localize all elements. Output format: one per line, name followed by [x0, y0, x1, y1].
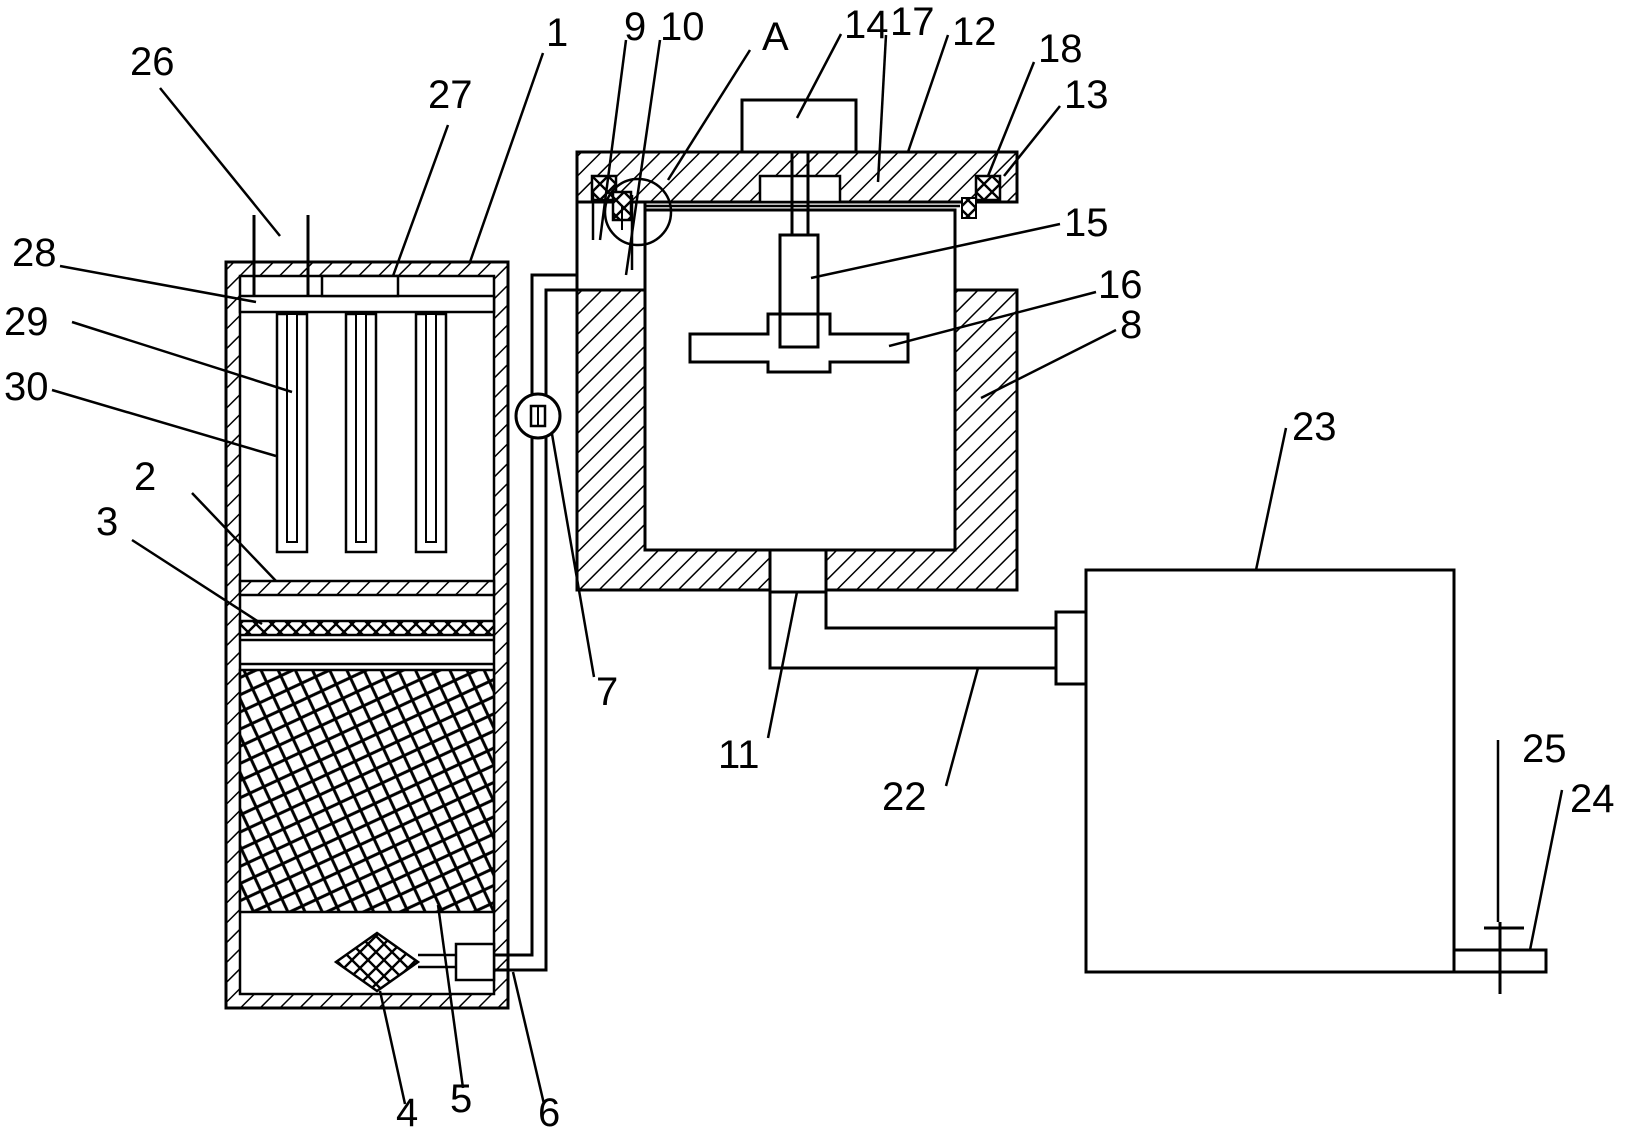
label-14: 14: [844, 3, 889, 47]
outlet-fitting: [454, 942, 496, 982]
outlet-pipe: [768, 592, 1088, 686]
label-16: 16: [1098, 263, 1143, 307]
label-29: 29: [4, 300, 49, 344]
filter-media: [238, 668, 496, 914]
label-27: 27: [428, 73, 473, 117]
label-7: 7: [596, 670, 618, 714]
label-26: 26: [130, 40, 175, 84]
top-unit: [320, 274, 400, 298]
drain-valve: [1452, 922, 1548, 994]
label-23: 23: [1292, 405, 1337, 449]
label-3: 3: [96, 500, 118, 544]
pipe-coupling: [1054, 610, 1088, 686]
label-6: 6: [538, 1091, 560, 1131]
label-12: 12: [952, 10, 997, 54]
label-10: 10: [660, 5, 705, 49]
label-13: 13: [1064, 73, 1109, 117]
label-2: 2: [134, 455, 156, 499]
label-9: 9: [624, 5, 646, 49]
storage-box: [1084, 568, 1456, 974]
part-labels: 26 27 1 28 29 30 2 3 4 5 6 7 9 10 A 14 1…: [4, 0, 1615, 1131]
filter-tank: [224, 215, 510, 1010]
label-22: 22: [882, 775, 927, 819]
bottom-outlet: [768, 548, 828, 594]
seal-right: [974, 174, 1002, 202]
top-plate: [238, 294, 496, 314]
label-25: 25: [1522, 727, 1567, 771]
filter-plate-2: [238, 579, 496, 597]
label-8: 8: [1120, 303, 1142, 347]
label-24: 24: [1570, 777, 1615, 821]
label-5: 5: [450, 1077, 472, 1121]
label-18: 18: [1038, 27, 1083, 71]
leader-lines: [51, 33, 1564, 1105]
label-4: 4: [396, 1091, 418, 1131]
label-28: 28: [12, 231, 57, 275]
label-30: 30: [4, 365, 49, 409]
label-1: 1: [546, 11, 568, 55]
label-17: 17: [890, 0, 935, 44]
detail-circle-a: [603, 177, 673, 247]
label-11: 11: [718, 733, 760, 777]
diffuser-head: [333, 931, 421, 993]
filter-plate-3: [238, 619, 496, 637]
label-15: 15: [1064, 201, 1109, 245]
reaction-tank: [575, 98, 1019, 594]
label-A: A: [762, 15, 789, 59]
motor: [740, 98, 858, 154]
electrode-tubes: [275, 312, 448, 554]
